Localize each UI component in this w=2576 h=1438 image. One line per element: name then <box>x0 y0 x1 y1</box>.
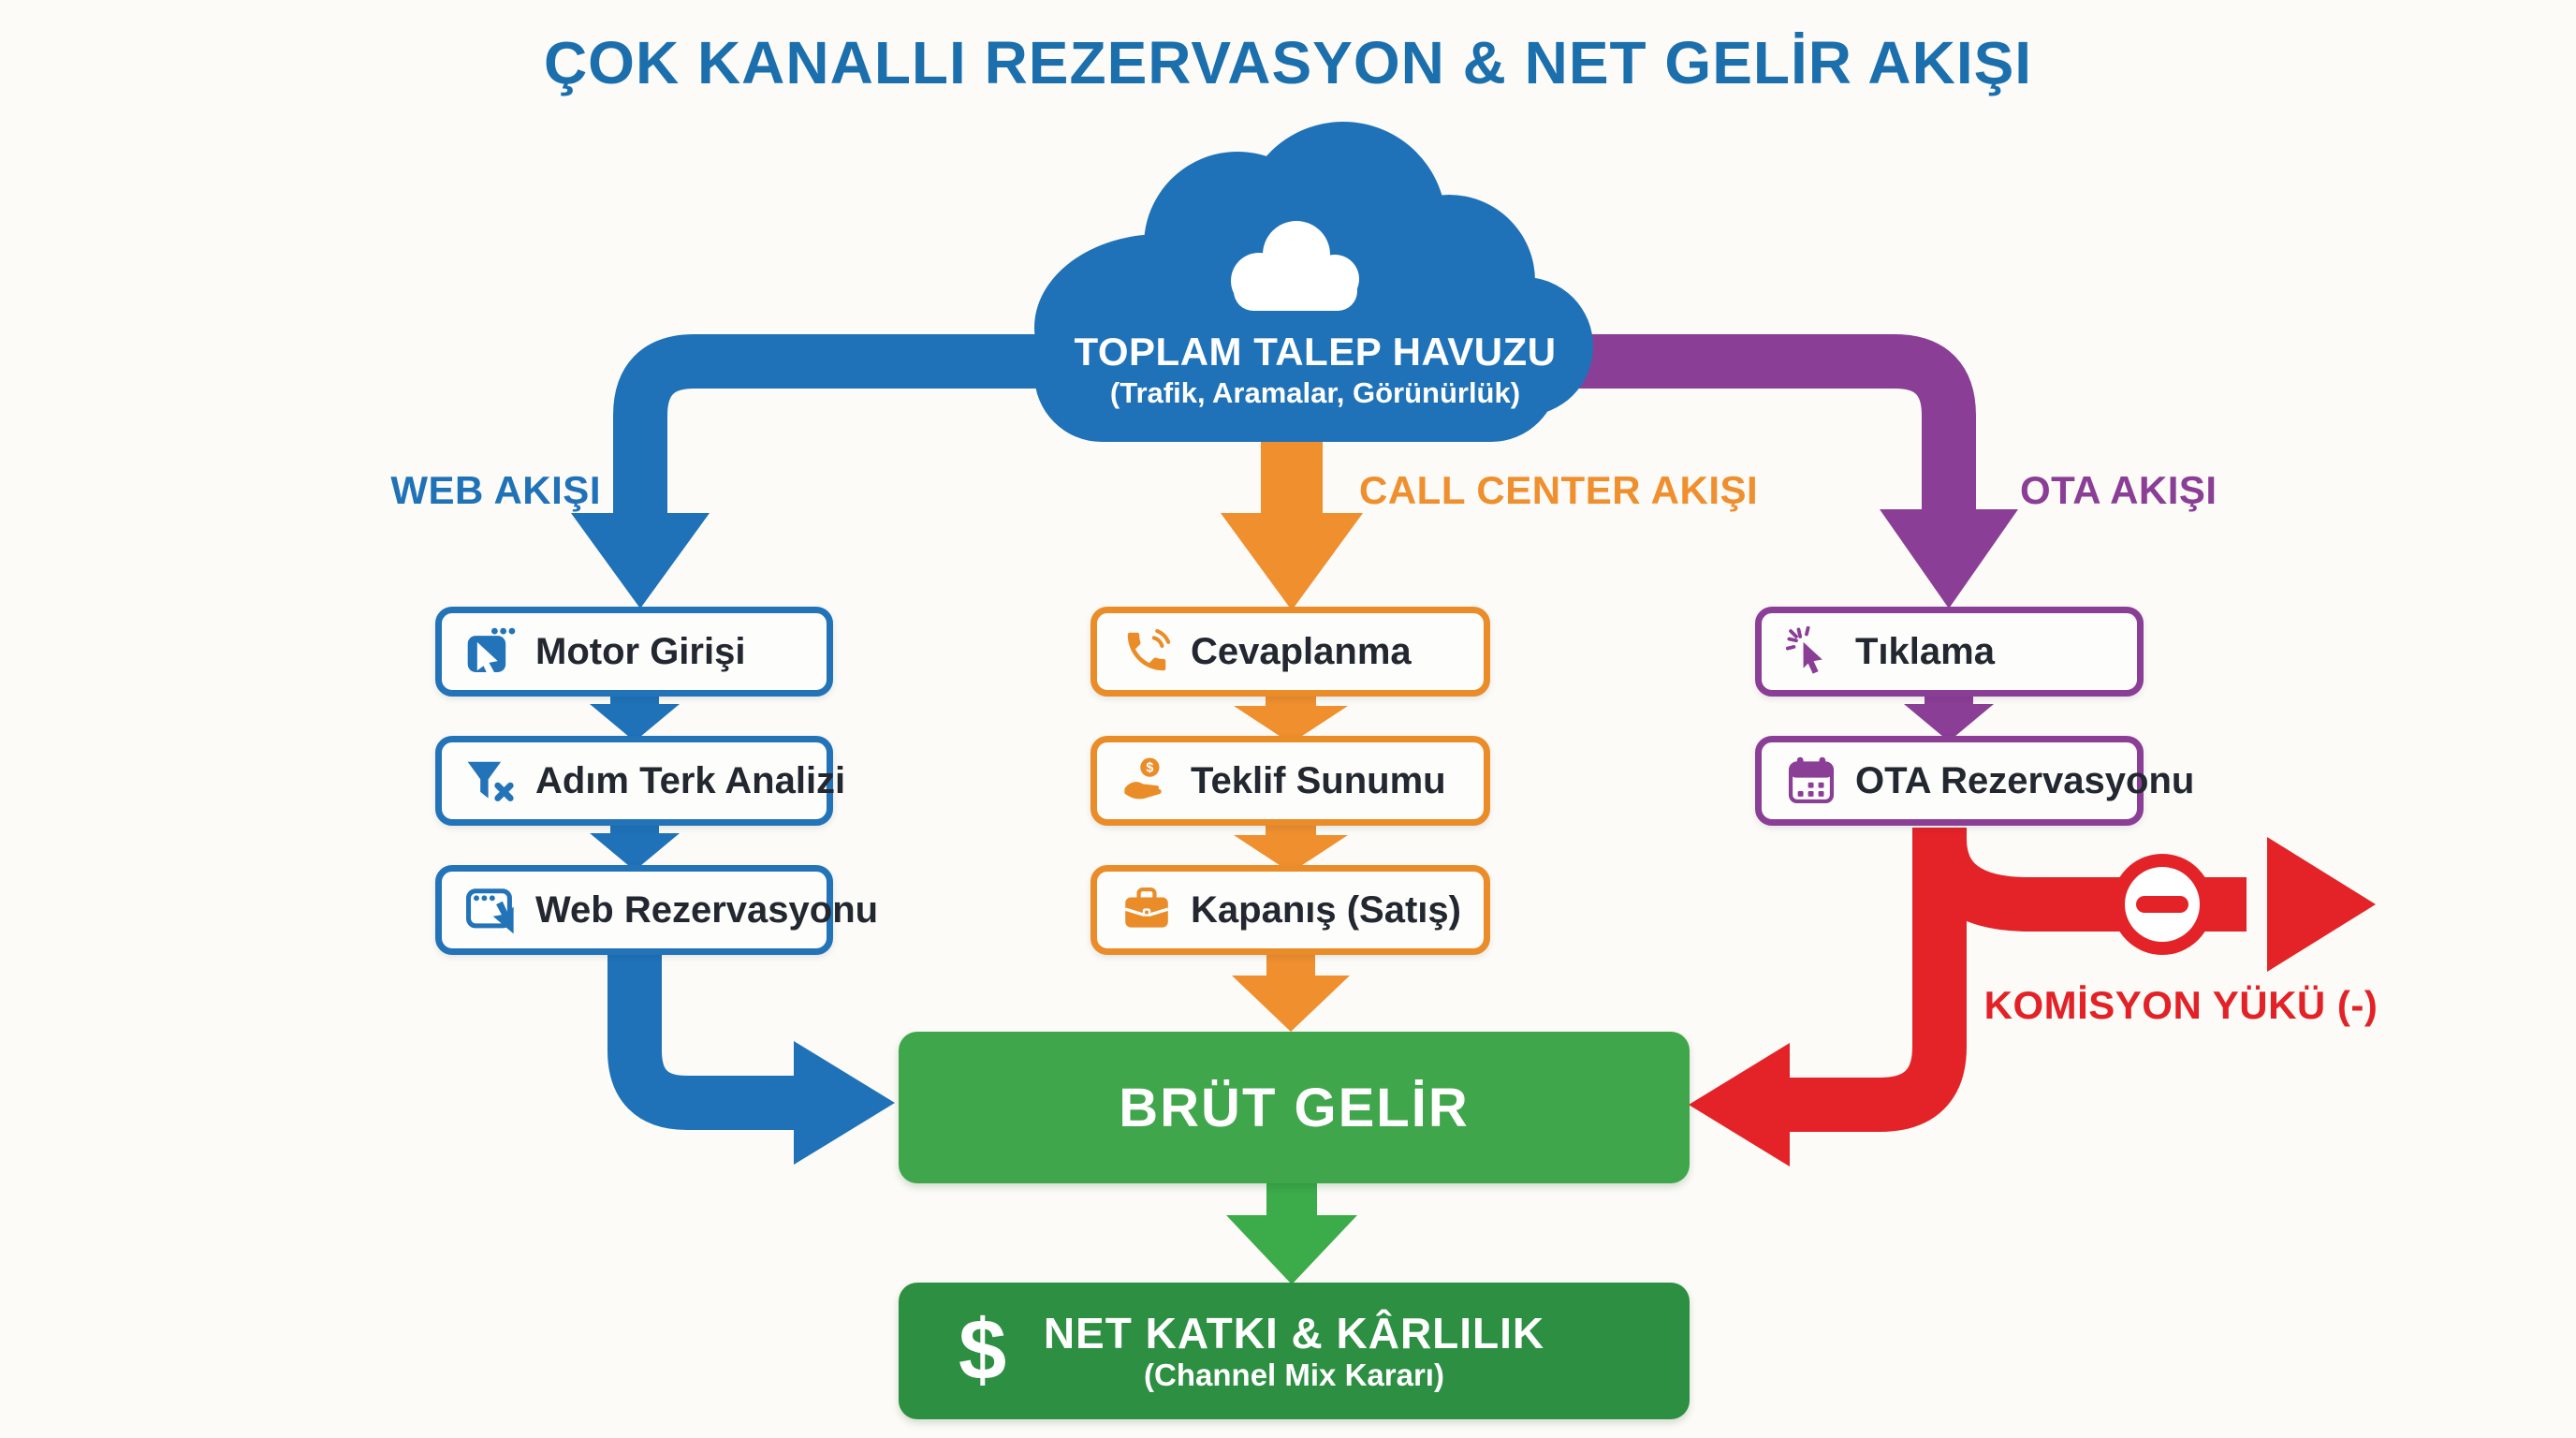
browser-cursor-icon <box>467 627 516 677</box>
web-flow-arrow <box>571 334 1039 1165</box>
web-flow-label: WEB AKIŞI <box>390 468 601 512</box>
step-tiklama: Tıklama <box>1755 607 2144 697</box>
page-title: ÇOK KANALLI REZERVASYON & NET GELİR AKIŞ… <box>543 29 2033 96</box>
net-contribution-label: NET KATKI & KÂRLILIK <box>1043 1308 1545 1357</box>
step-web-rezervasyonu: Web Rezervasyonu <box>435 865 878 955</box>
phone-icon <box>1127 628 1171 671</box>
funnel-x-icon <box>467 761 514 801</box>
step-kapanis-satis: Kapanış (Satış) <box>1090 865 1490 955</box>
step-motor-girisi: Motor Girişi <box>435 607 833 697</box>
ota-flow-label: OTA AKIŞI <box>2020 468 2217 512</box>
step-label: Teklif Sunumu <box>1191 759 1446 801</box>
commission-label: KOMİSYON YÜKÜ (-) <box>1983 983 2378 1027</box>
dollar-icon: $ <box>959 1302 1007 1399</box>
step-cevaplanma: Cevaplanma <box>1090 607 1490 697</box>
svg-text:$: $ <box>1146 761 1153 776</box>
hand-coin-icon: $ <box>1124 757 1162 800</box>
commission-flow-arrow <box>1689 828 2376 1167</box>
step-label: OTA Rezervasyonu <box>1855 759 2195 801</box>
minus-circle-icon <box>2112 854 2213 955</box>
step-label: Motor Girişi <box>535 630 746 672</box>
step-ota-rezervasyonu: OTA Rezervasyonu <box>1755 736 2194 826</box>
step-label: Adım Terk Analizi <box>535 759 846 801</box>
browser-booking-icon <box>466 888 514 934</box>
step-label: Web Rezervasyonu <box>535 888 879 931</box>
step-label: Tıklama <box>1855 630 1995 672</box>
call-center-flow-label: CALL CENTER AKIŞI <box>1359 468 1759 512</box>
briefcase-icon <box>1124 887 1169 928</box>
step-teklif-sunumu: $ Teklif Sunumu <box>1090 736 1490 826</box>
net-contribution-sublabel: (Channel Mix Kararı) <box>1144 1357 1444 1393</box>
net-flow-arrow <box>1226 1181 1357 1284</box>
gross-revenue-label: BRÜT GELİR <box>1119 1077 1470 1138</box>
net-contribution-box: $ NET KATKI & KÂRLILIK (Channel Mix Kara… <box>899 1283 1690 1419</box>
gross-revenue-box: BRÜT GELİR <box>899 1032 1690 1183</box>
click-cursor-icon <box>1786 626 1822 674</box>
cloud-title: TOPLAM TALEP HAVUZU <box>1074 330 1557 374</box>
step-adim-terk-analizi: Adım Terk Analizi <box>435 736 845 826</box>
demand-cloud <box>1034 122 1593 442</box>
step-label: Kapanış (Satış) <box>1191 888 1461 931</box>
step-label: Cevaplanma <box>1191 630 1412 672</box>
cloud-subtitle: (Trafik, Aramalar, Görünürlük) <box>1109 376 1521 409</box>
calendar-icon <box>1788 756 1835 804</box>
cloud-icon <box>1231 221 1359 311</box>
